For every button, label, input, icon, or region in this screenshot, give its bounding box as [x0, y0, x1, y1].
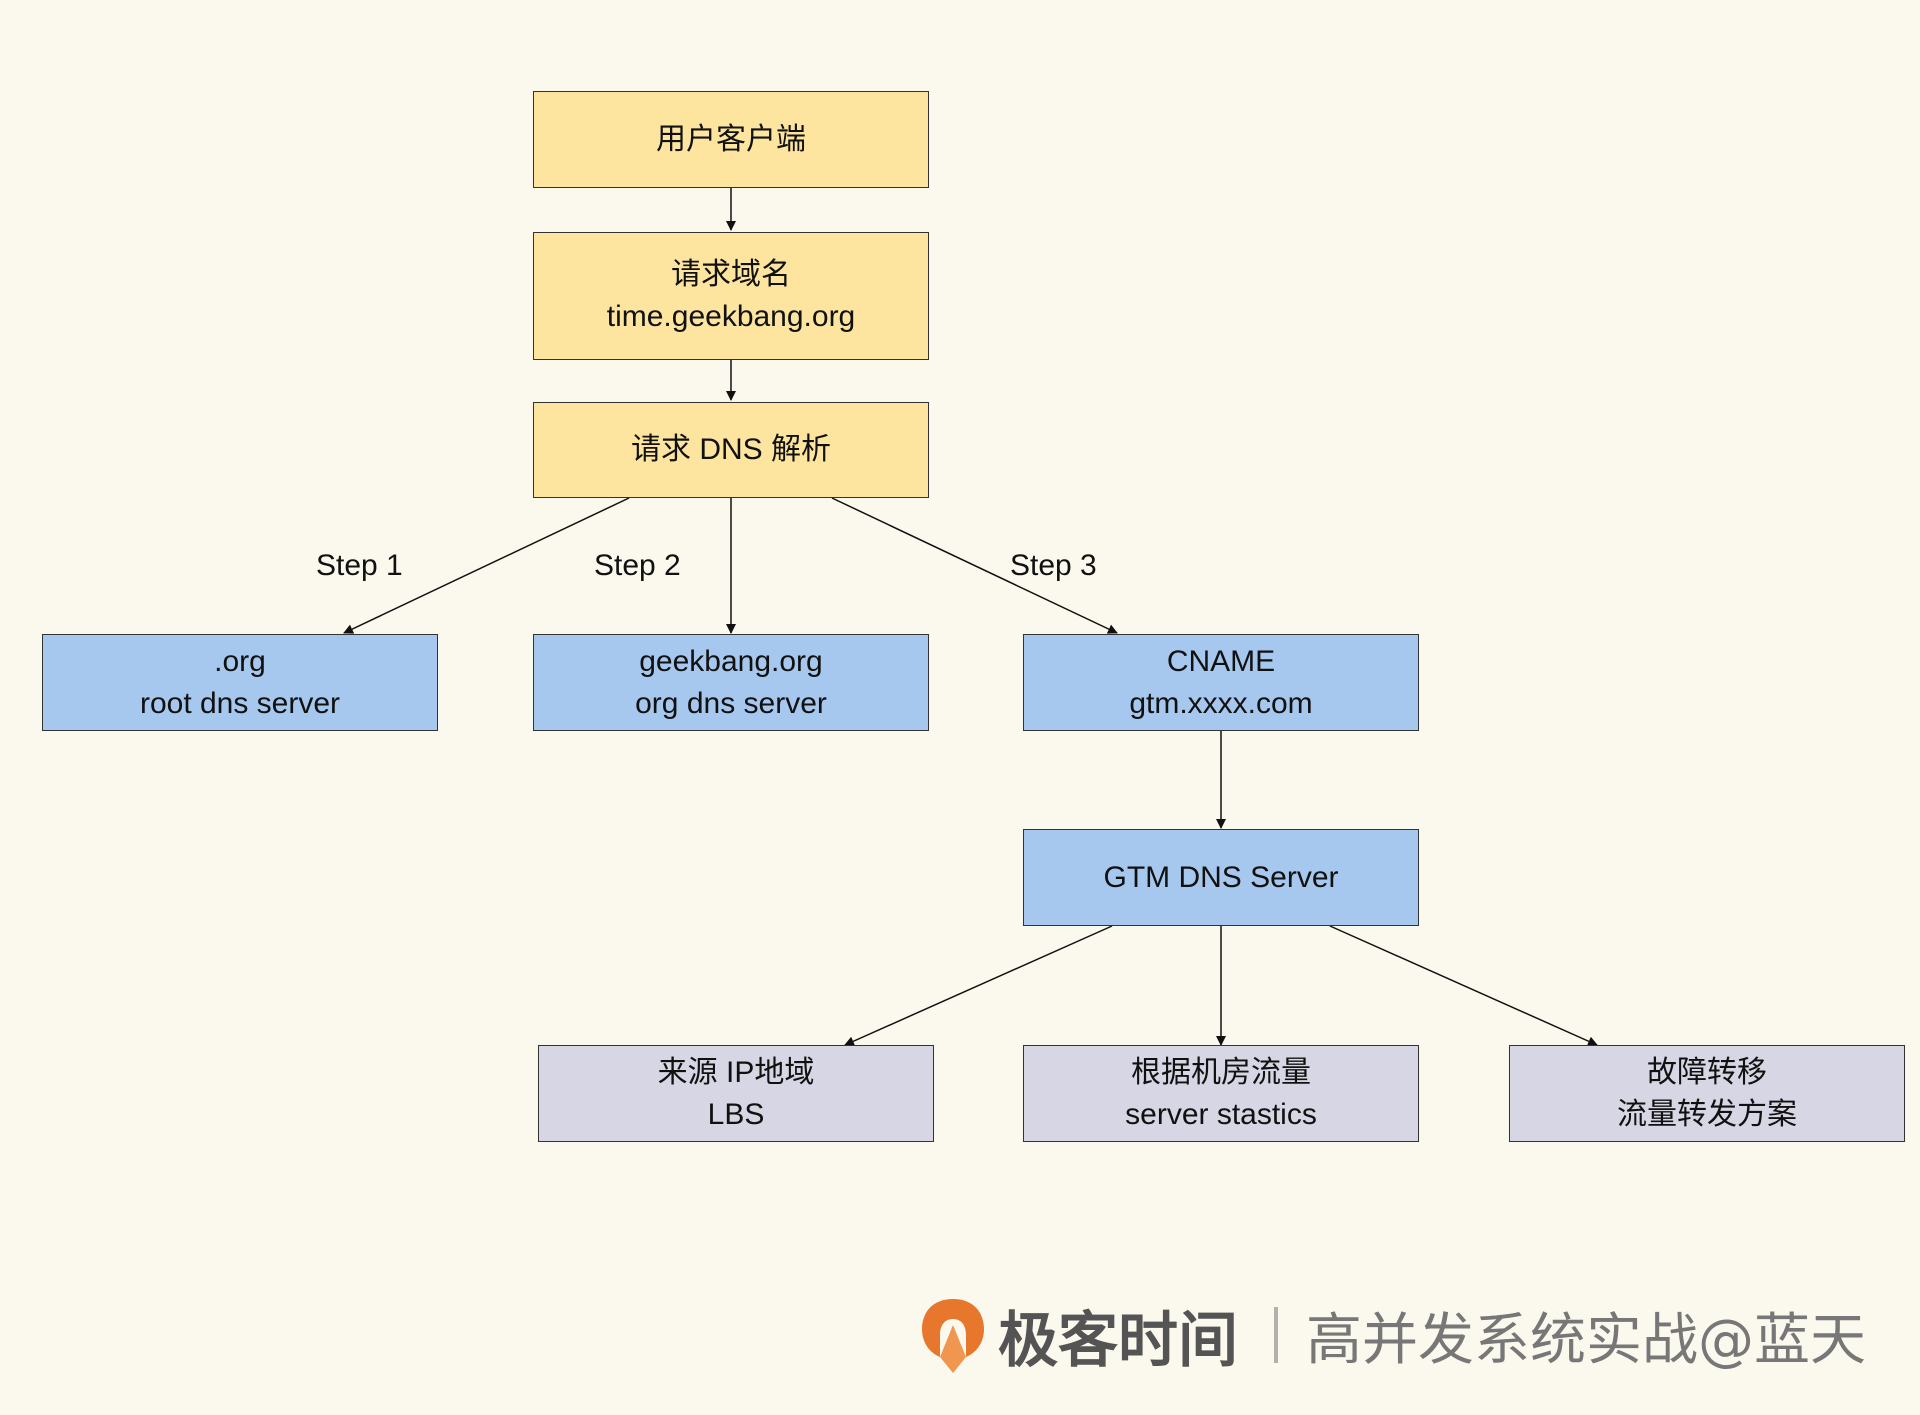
node-gtm-dns-server: GTM DNS Server	[1023, 829, 1419, 926]
node-datacenter-traffic: 根据机房流量 server stastics	[1023, 1045, 1419, 1142]
node-line: 请求域名	[671, 258, 791, 291]
edge-gtm-to-source-ip	[844, 925, 1113, 1046]
geektime-logo-icon	[918, 1295, 988, 1375]
course-name: 高并发系统实战@蓝天	[1306, 1307, 1866, 1373]
node-line: server stastics	[1125, 1097, 1317, 1131]
node-request-domain: 请求域名 time.geekbang.org	[533, 232, 929, 360]
node-line: 流量转发方案	[1617, 1097, 1797, 1131]
step-3-label: Step 3	[1010, 549, 1097, 582]
brand-name: 极客时间	[998, 1305, 1238, 1376]
edge-step3	[831, 497, 1118, 634]
node-cname: CNAME gtm.xxxx.com	[1023, 634, 1419, 731]
node-line: GTM DNS Server	[1103, 860, 1339, 894]
node-line: 用户客户端	[656, 122, 806, 156]
node-dns-resolve: 请求 DNS 解析	[533, 402, 929, 498]
node-line: 故障转移	[1647, 1055, 1767, 1089]
node-line: gtm.xxxx.com	[1129, 686, 1313, 720]
step-2-label: Step 2	[594, 549, 681, 582]
node-failover: 故障转移 流量转发方案	[1509, 1045, 1905, 1142]
node-line: 根据机房流量	[1131, 1055, 1311, 1089]
node-line: 请求 DNS 解析	[630, 433, 831, 466]
footer-divider	[1274, 1307, 1278, 1363]
node-line: .org	[214, 644, 266, 678]
node-root-dns-server: .org root dns server	[42, 634, 438, 731]
edge-step1	[343, 497, 630, 634]
node-line: CNAME	[1166, 644, 1276, 678]
node-line: time.geekbang.org	[606, 300, 856, 333]
node-source-ip-lbs: 来源 IP地域 LBS	[538, 1045, 934, 1142]
node-line: geekbang.org	[639, 644, 823, 678]
edge-gtm-to-failover	[1329, 925, 1598, 1046]
node-line: root dns server	[139, 686, 341, 720]
node-line: org dns server	[635, 686, 827, 720]
node-line: 来源 IP地域	[657, 1055, 815, 1089]
step-1-label: Step 1	[316, 549, 403, 582]
node-user-client: 用户客户端	[533, 91, 929, 188]
node-line: LBS	[707, 1097, 765, 1131]
footer-watermark: 极客时间 高并发系统实战@蓝天	[918, 1290, 1866, 1380]
node-org-dns-server: geekbang.org org dns server	[533, 634, 929, 731]
